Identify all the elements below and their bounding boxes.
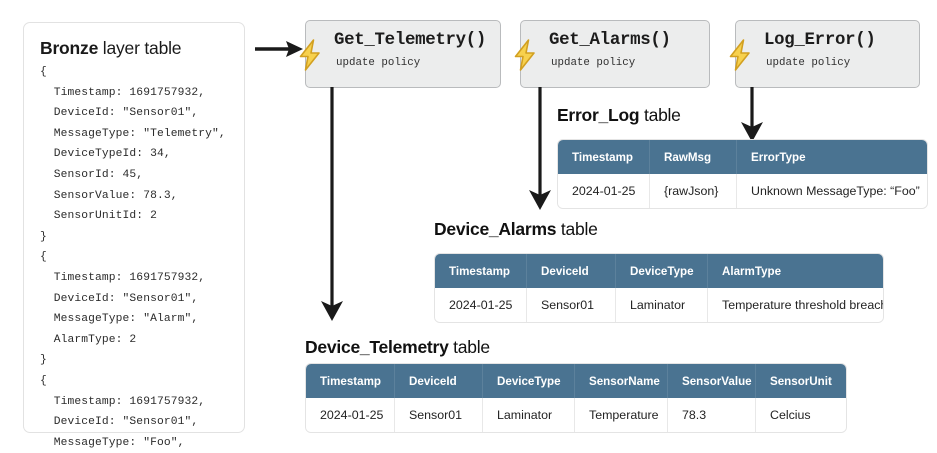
- column-header: SensorUnit: [756, 364, 846, 398]
- table-cell: Laminator: [483, 398, 575, 432]
- table-header-row: Timestamp DeviceId DeviceType SensorName…: [306, 364, 846, 398]
- table-cell: Unknown MessageType: “Foo”: [737, 174, 927, 208]
- column-header: DeviceType: [616, 254, 708, 288]
- table-row: 2024-01-25 {rawJson} Unknown MessageType…: [558, 174, 927, 208]
- column-header: RawMsg: [650, 140, 737, 174]
- table-cell: 2024-01-25: [435, 288, 527, 322]
- error-log-table-title: Error_Log table: [557, 105, 681, 126]
- table-cell: Celcius: [756, 398, 846, 432]
- device-telemetry-table-title: Device_Telemetry table: [305, 337, 490, 358]
- bronze-json-payload: { Timestamp: 1691757932, DeviceId: "Sens…: [40, 66, 226, 449]
- function-subtitle: update policy: [336, 57, 421, 69]
- device-alarms-title-bold: Device_Alarms: [434, 219, 557, 239]
- table-cell: Temperature: [575, 398, 668, 432]
- table-row: 2024-01-25 Sensor01 Laminator Temperatur…: [435, 288, 883, 322]
- device-alarms-title-rest: table: [556, 219, 598, 239]
- column-header: AlarmType: [708, 254, 883, 288]
- device-telemetry-title-rest: table: [448, 337, 490, 357]
- table-header-row: Timestamp RawMsg ErrorType: [558, 140, 927, 174]
- function-name: Log_Error(): [764, 31, 876, 50]
- bronze-card-title-rest: layer table: [98, 38, 182, 58]
- lightning-bolt-icon: [299, 39, 320, 71]
- column-header: ErrorType: [737, 140, 927, 174]
- table-cell: 78.3: [668, 398, 756, 432]
- table-cell: Sensor01: [527, 288, 616, 322]
- table-row: 2024-01-25 Sensor01 Laminator Temperatur…: [306, 398, 846, 432]
- lightning-bolt-icon: [729, 39, 750, 71]
- table-cell: {rawJson}: [650, 174, 737, 208]
- column-header: DeviceId: [395, 364, 483, 398]
- column-header: Timestamp: [558, 140, 650, 174]
- arrow-telemetry-to-device-telemetry: [321, 87, 343, 321]
- error-log-title-rest: table: [639, 105, 681, 125]
- table-header-row: Timestamp DeviceId DeviceType AlarmType: [435, 254, 883, 288]
- column-header: Timestamp: [435, 254, 527, 288]
- column-header: DeviceId: [527, 254, 616, 288]
- function-subtitle: update policy: [551, 57, 636, 69]
- function-box-get-alarms[interactable]: Get_Alarms() update policy: [514, 20, 710, 88]
- device-telemetry-table: Timestamp DeviceId DeviceType SensorName…: [305, 363, 847, 433]
- function-subtitle: update policy: [766, 57, 851, 69]
- column-header: SensorName: [575, 364, 668, 398]
- table-cell: Sensor01: [395, 398, 483, 432]
- arrow-log-error-to-error-log: [741, 87, 763, 142]
- error-log-table: Timestamp RawMsg ErrorType 2024-01-25 {r…: [557, 139, 928, 209]
- table-cell: Laminator: [616, 288, 708, 322]
- error-log-title-bold: Error_Log: [557, 105, 640, 125]
- device-alarms-table-title: Device_Alarms table: [434, 219, 598, 240]
- function-box-get-telemetry[interactable]: Get_Telemetry() update policy: [299, 20, 501, 88]
- column-header: SensorValue: [668, 364, 756, 398]
- device-telemetry-title-bold: Device_Telemetry: [305, 337, 449, 357]
- inbound-arrow-icon: [255, 41, 303, 57]
- device-alarms-table: Timestamp DeviceId DeviceType AlarmType …: [434, 253, 884, 323]
- bronze-card-title: Bronze layer table: [40, 37, 228, 59]
- function-name: Get_Telemetry(): [334, 31, 487, 50]
- table-cell: 2024-01-25: [306, 398, 395, 432]
- bronze-card-title-bold: Bronze: [40, 38, 99, 58]
- function-name: Get_Alarms(): [549, 31, 671, 50]
- lightning-bolt-icon: [514, 39, 535, 71]
- column-header: DeviceType: [483, 364, 575, 398]
- table-cell: 2024-01-25: [558, 174, 650, 208]
- function-box-log-error[interactable]: Log_Error() update policy: [729, 20, 920, 88]
- table-cell: Temperature threshold breach: [708, 288, 883, 322]
- column-header: Timestamp: [306, 364, 395, 398]
- arrow-alarms-to-device-alarms: [529, 87, 551, 210]
- bronze-layer-card: Bronze layer table { Timestamp: 16917579…: [23, 22, 245, 449]
